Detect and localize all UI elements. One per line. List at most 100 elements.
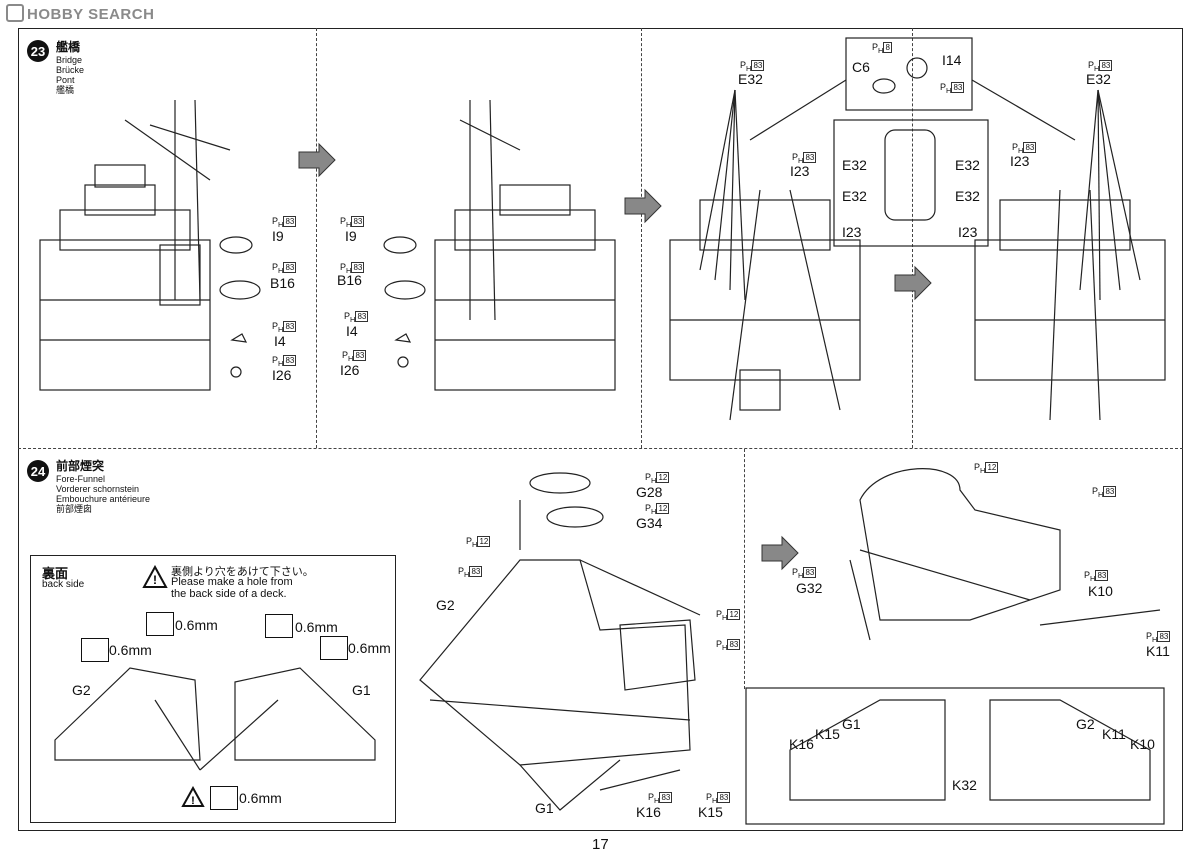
divider-3 [912, 28, 913, 448]
divider-2 [641, 28, 642, 448]
ref-label-g1: G1 [842, 716, 861, 732]
warning-note-en-1: Please make a hole from [171, 576, 293, 588]
part-label-b16-2: B16 [337, 272, 362, 288]
drill-icon [146, 612, 174, 636]
callout-e32-1: E32 [842, 157, 867, 173]
svg-text:!: ! [191, 795, 195, 807]
warning-icon: ! [142, 565, 168, 588]
step-24-title: 前部煙突 Fore-Funnel Vorderer schornstein Em… [56, 459, 151, 514]
page-frame [18, 28, 1183, 831]
part-label-g1: G1 [535, 800, 554, 816]
part-label-e32-right: E32 [1086, 71, 1111, 87]
watermark-logo: HOBBY SEARCH [6, 4, 154, 23]
part-label-g2: G2 [436, 597, 455, 613]
part-label-g28: G28 [636, 484, 663, 500]
callout-e32-4: E32 [955, 188, 980, 204]
ref-label-k16: K16 [789, 736, 814, 752]
part-label-g2-back: G2 [72, 682, 91, 698]
part-label-i14: I14 [942, 52, 962, 68]
part-label-k11: K11 [1146, 643, 1170, 659]
ref-label-k10: K10 [1130, 736, 1155, 752]
divider-1 [316, 28, 317, 448]
part-label-i26: I26 [272, 367, 292, 383]
callout-e32-3: E32 [842, 188, 867, 204]
bridge-model-3 [669, 189, 861, 421]
drill-icon [265, 614, 293, 638]
warning-note-en-2: the back side of a deck. [171, 588, 287, 600]
next-step-arrow-2 [624, 188, 662, 224]
bridge-model-4 [974, 189, 1166, 421]
drill-size-label-3: 0.6mm [295, 619, 338, 635]
part-label-c6: C6 [852, 59, 870, 75]
page-number: 17 [592, 836, 609, 853]
step-24-drawings [54, 468, 1165, 825]
drill-size-label-1: 0.6mm [175, 617, 218, 633]
warning-icon: ! [181, 786, 205, 807]
part-label-i23-left: I23 [790, 163, 810, 179]
ref-label-k11: K11 [1102, 726, 1126, 742]
part-label-e32-left: E32 [738, 71, 763, 87]
drill-icon [210, 786, 238, 810]
drill-icon [320, 636, 348, 660]
warning-note-jp: 裏側より穴をあけて下さい。 [171, 566, 314, 578]
back-side-panel [30, 555, 396, 823]
bridge-model-2 [434, 99, 616, 391]
part-label-i23-right: I23 [1010, 153, 1030, 169]
drill-size-label-2: 0.6mm [109, 642, 152, 658]
step-24-badge: 24 [27, 460, 49, 482]
ref-label-k32: K32 [952, 777, 977, 793]
step-23-title: 艦橋 Bridge Brücke Pont 艦橋 [56, 40, 85, 95]
part-label-i9-2: I9 [345, 228, 357, 244]
drill-size-label-4: 0.6mm [348, 640, 391, 656]
part-label-g1-back: G1 [352, 682, 371, 698]
drill-icon [81, 638, 109, 662]
ref-label-g2: G2 [1076, 716, 1095, 732]
drill-size-label-5: 0.6mm [239, 790, 282, 806]
part-label-i9: I9 [272, 228, 284, 244]
part-label-b16: B16 [270, 275, 295, 291]
part-label-k15: K15 [698, 804, 723, 820]
part-label-g32: G32 [796, 580, 823, 596]
part-label-k16: K16 [636, 804, 661, 820]
next-step-arrow-3 [894, 265, 932, 301]
part-label-i26-2: I26 [340, 362, 360, 378]
part-label-i4: I4 [274, 333, 286, 349]
bridge-model-1 [39, 99, 231, 391]
logo-box-icon [6, 4, 24, 22]
next-step-arrow-4 [761, 535, 799, 571]
step-23-badge: 23 [27, 40, 49, 62]
divider-4 [744, 449, 745, 689]
ref-label-k15: K15 [815, 726, 840, 742]
part-label-g34: G34 [636, 515, 663, 531]
part-label-k10: K10 [1088, 583, 1113, 599]
callout-i23-2: I23 [958, 224, 978, 240]
back-side-subtitle: back side [42, 579, 85, 590]
back-side-title: 裏面 [42, 566, 69, 581]
